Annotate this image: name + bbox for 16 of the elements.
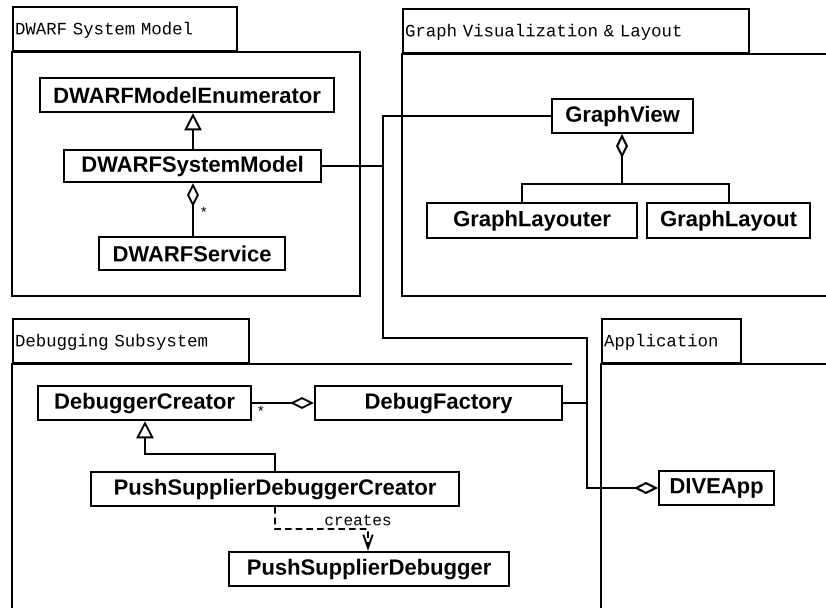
arrow: [274, 507, 374, 551]
class-box: DebuggerCreator: [37, 385, 252, 421]
node-label: DWARF System Model: [16, 22, 192, 38]
class-box: DebugFactory: [314, 385, 563, 421]
class-box: DWARFService: [98, 236, 286, 271]
edge-label: creates: [323, 513, 393, 527]
class-box: DWARFSystemModel: [63, 149, 322, 183]
class-box: DWARFModelEnumerator: [39, 77, 335, 113]
multiplicity-label: *: [198, 205, 210, 219]
class-box: GraphView: [551, 98, 694, 134]
class-box: PushSupplierDebuggerCreator: [90, 471, 460, 507]
class-box: GraphLayout: [646, 202, 811, 239]
class-box: DIVEApp: [658, 470, 775, 506]
class-box: GraphLayouter: [426, 202, 638, 239]
class-box: PushSupplierDebugger: [228, 551, 510, 587]
multiplicity-label: *: [255, 404, 266, 418]
